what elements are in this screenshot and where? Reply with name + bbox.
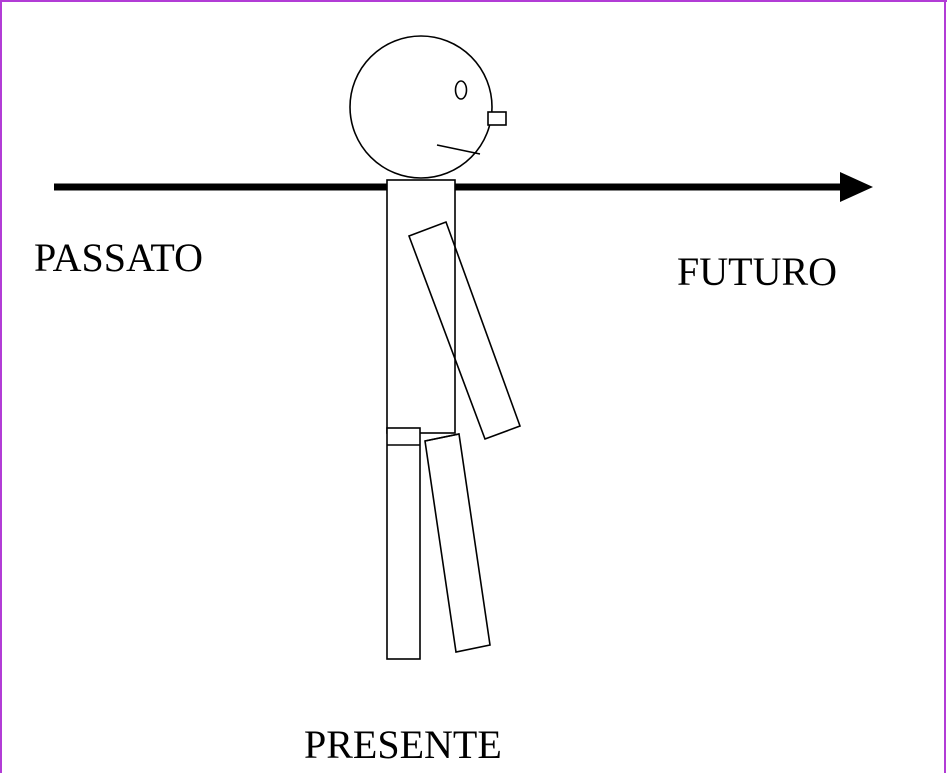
timeline-arrow-icon <box>54 172 873 202</box>
figure-body <box>386 179 456 434</box>
stick-figure-icon <box>349 35 522 660</box>
figure-eye <box>454 80 468 100</box>
figure-hip-line <box>424 433 460 442</box>
label-present: PRESENTE <box>304 722 502 767</box>
figure-leg-front <box>386 427 421 660</box>
figure-leg-back <box>424 433 491 653</box>
figure-mouth <box>436 144 481 155</box>
label-past: PASSATO <box>34 235 204 280</box>
label-future: FUTURO <box>677 249 838 294</box>
timeline-arrowhead <box>840 172 873 202</box>
figure-head <box>349 35 493 179</box>
figure-arm <box>407 220 522 441</box>
figure-nose <box>487 111 507 126</box>
